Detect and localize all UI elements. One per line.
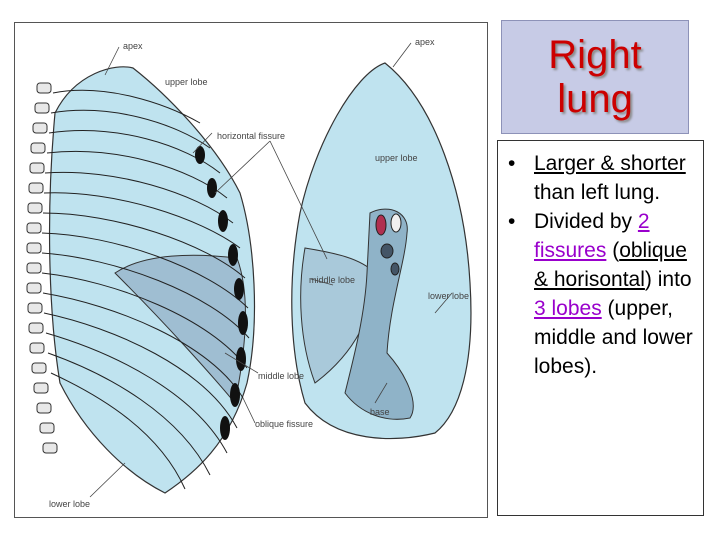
label-horizontal-fissure: horizontal fissure (217, 131, 285, 141)
label-middle-lobe-left: middle lobe (258, 371, 304, 381)
label-apex-right: apex (415, 37, 435, 47)
bullet-2-part-a: Divided by (534, 210, 638, 233)
costal-cartilages (195, 146, 248, 440)
ribs (41, 89, 250, 490)
label-apex-left: apex (123, 41, 143, 51)
label-oblique-fissure: oblique fissure (255, 419, 313, 429)
lung-diagram-svg: apex apex upper lobe horizontal fissure … (26, 37, 472, 509)
bullet-text-box: • Larger & shorter than left lung. • Divid… (497, 140, 704, 516)
bullet-marker: • (508, 210, 516, 233)
label-middle-lobe-right: middle lobe (309, 275, 355, 285)
bullet-marker: • (508, 152, 516, 175)
hilum-vessels (375, 213, 402, 276)
bullet-2-part-g: (upper, middle and lower lobes). (534, 297, 693, 378)
label-lower-lobe-right: lower lobe (428, 291, 469, 301)
lung-diagram-figure: apex apex upper lobe horizontal fissure … (14, 22, 488, 518)
hilum-region (344, 208, 414, 420)
bullet-2-fissure-types: oblique & horisontal (534, 239, 687, 291)
label-upper-lobe-right: upper lobe (375, 153, 418, 163)
bullet-2-fissures: 2 fissures (534, 210, 650, 262)
label-lower-lobe-left: lower lobe (49, 499, 90, 509)
bullet-2-part-e: ) into (644, 268, 692, 291)
label-upper-lobe-left: upper lobe (165, 77, 208, 87)
bullet-1-underlined: Larger & shorter (534, 152, 686, 175)
slide-title-box: Right lung (501, 20, 689, 134)
medial-middle-lobe (300, 247, 376, 384)
bullet-1-rest: than left lung. (534, 181, 661, 204)
label-base: base (370, 407, 390, 417)
slide-title-line2: lung (557, 77, 633, 121)
bullet-item-size: • Larger & shorter than left lung. (498, 149, 697, 207)
bullet-2-lobes: 3 lobes (534, 297, 602, 320)
pointer-lines (89, 42, 453, 498)
bullet-2-part-c: ( (606, 239, 620, 262)
bullet-item-fissures: • Divided by 2 fissures (oblique & horiso… (498, 207, 697, 381)
bullet-list: • Larger & shorter than left lung. • Divid… (498, 141, 703, 381)
vertebral-column (26, 82, 58, 454)
slide-title-line1: Right (548, 33, 642, 77)
